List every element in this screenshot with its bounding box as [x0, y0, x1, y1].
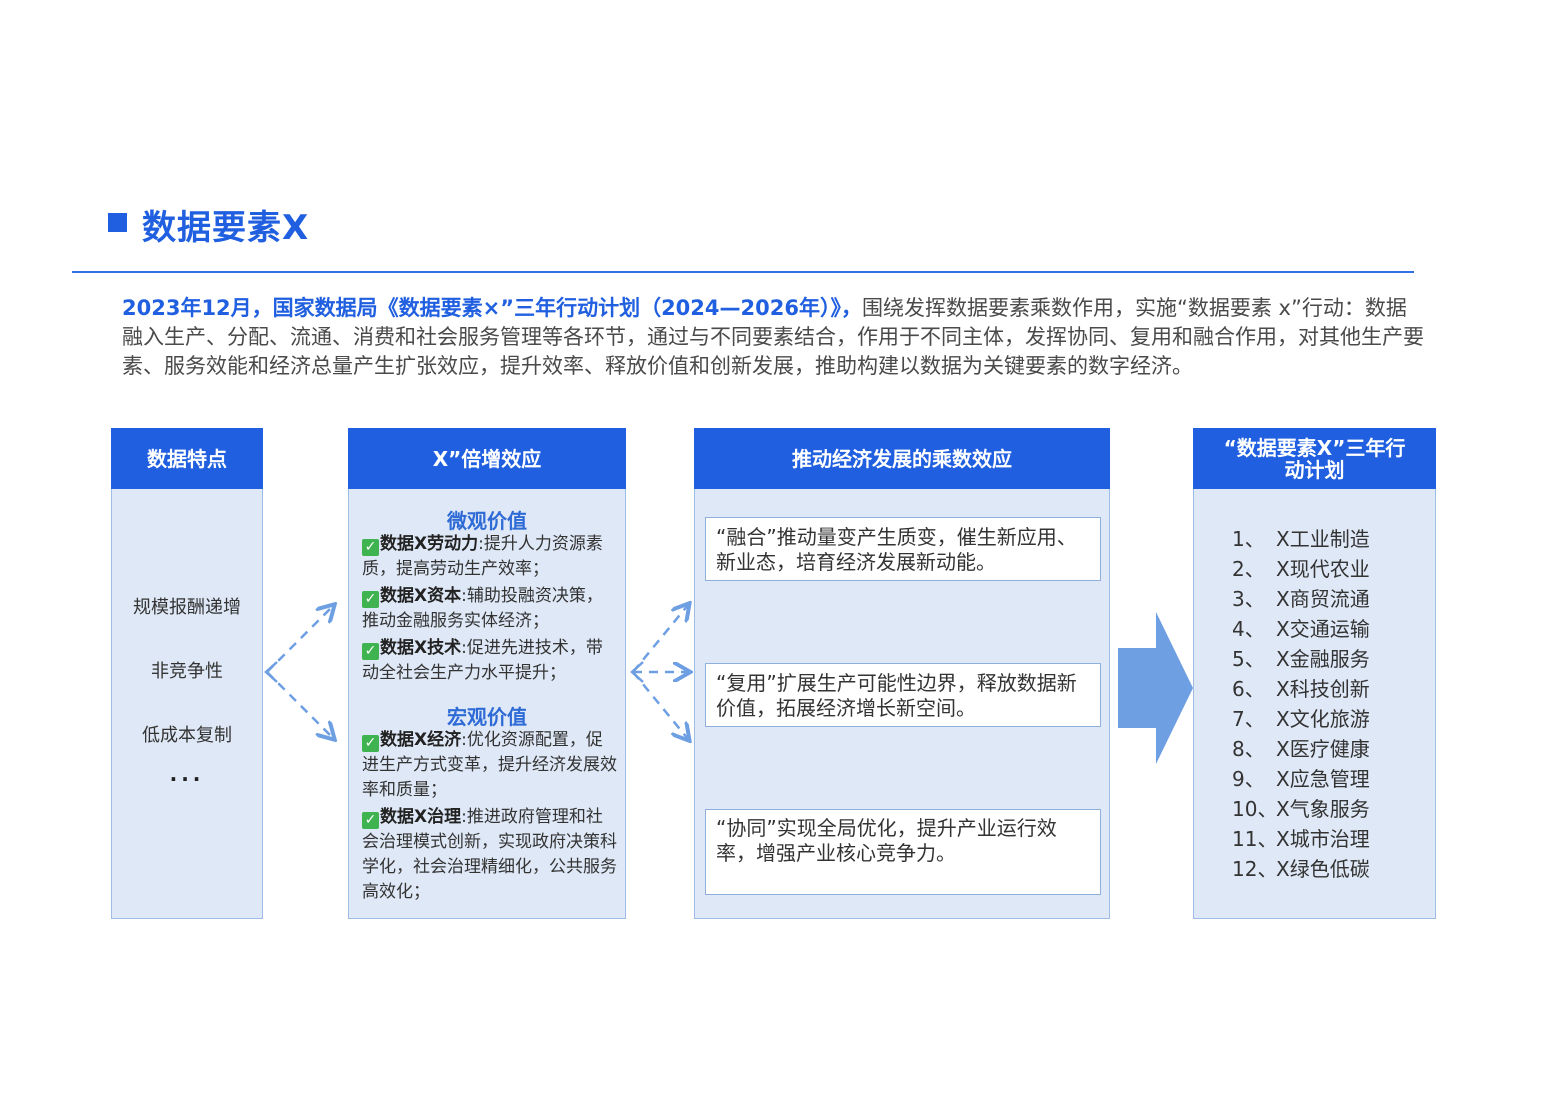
- action-plan-item: 6、 X科技创新: [1232, 674, 1370, 704]
- action-plan-number: 11、: [1232, 827, 1278, 851]
- action-plan-number: 9、: [1232, 767, 1265, 791]
- action-plan-item: 1、 X工业制造: [1232, 524, 1370, 554]
- action-plan-item: 9、 X应急管理: [1232, 764, 1370, 794]
- intro-body: 围绕发挥数据要素乘数作用，实施“数据要素 x”行动：数据融入生产、分配、流通、消…: [122, 296, 1424, 378]
- check-icon: ✓: [362, 812, 379, 829]
- column-header: “数据要素X”三年行动计划: [1193, 428, 1436, 489]
- action-plan-text: X城市治理: [1276, 827, 1370, 851]
- column-action-plan: “数据要素X”三年行动计划 1、 X工业制造 2、 X现代农业 3、 X商贸流通 4、 X交通…: [1193, 428, 1436, 919]
- intro-paragraph: 2023年12月，国家数据局《数据要素×”三年行动计划（2024—2026年）》…: [122, 294, 1427, 381]
- action-plan-text: X应急管理: [1276, 767, 1370, 791]
- action-plan-text: X科技创新: [1276, 677, 1370, 701]
- feature-item: 低成本复制: [142, 725, 232, 746]
- action-plan-text: X金融服务: [1276, 647, 1370, 671]
- action-plan-text: X气象服务: [1276, 797, 1370, 821]
- column-header: X”倍增效应: [348, 428, 626, 489]
- action-plan-number: 5、: [1232, 647, 1265, 671]
- macro-value-title: 宏观价值: [447, 705, 527, 729]
- dashed-arrow-col1-col2: [266, 606, 333, 738]
- action-plan-number: 4、: [1232, 617, 1265, 641]
- action-plan-text: X文化旅游: [1276, 707, 1370, 731]
- action-plan-text: X工业制造: [1276, 527, 1370, 551]
- action-plan-number: 2、: [1232, 557, 1265, 581]
- title-bullet: [108, 213, 127, 232]
- action-plan-text: X绿色低碳: [1276, 857, 1370, 881]
- check-icon: ✓: [362, 539, 379, 556]
- action-plan-item: 8、 X医疗健康: [1232, 734, 1370, 764]
- action-plan-list: 1、 X工业制造 2、 X现代农业 3、 X商贸流通 4、 X交通运输 5、 X金融服务 6、 X科技…: [1232, 524, 1370, 884]
- title-divider: [72, 271, 1414, 273]
- action-plan-text: X商贸流通: [1276, 587, 1370, 611]
- action-plan-item: 11、X城市治理: [1232, 824, 1370, 854]
- collaboration-box: “协同”实现全局优化，提升产业运行效率，增强产业核心竞争力。: [705, 809, 1101, 895]
- micro-item: ✓数据X技术:促进先进技术，带动全社会生产力水平提升；: [362, 638, 603, 683]
- column-data-features: 数据特点 规模报酬递增 非竞争性 低成本复制 ···: [111, 428, 263, 919]
- action-plan-number: 1、: [1232, 527, 1265, 551]
- action-plan-item: 5、 X金融服务: [1232, 644, 1370, 674]
- reuse-box: “复用”扩展生产可能性边界，释放数据新价值，拓展经济增长新空间。: [705, 663, 1101, 727]
- check-icon: ✓: [362, 735, 379, 752]
- action-plan-item: 2、 X现代农业: [1232, 554, 1370, 584]
- action-plan-text: X现代农业: [1276, 557, 1370, 581]
- intro-highlight: 2023年12月，国家数据局《数据要素×”三年行动计划（2024—2026年）》…: [122, 296, 862, 320]
- big-right-arrow: [1118, 612, 1193, 764]
- feature-item: 规模报酬递增: [133, 597, 241, 618]
- action-plan-number: 10、: [1232, 797, 1278, 821]
- action-plan-text: X交通运输: [1276, 617, 1370, 641]
- action-plan-number: 6、: [1232, 677, 1265, 701]
- action-plan-item: 7、 X文化旅游: [1232, 704, 1370, 734]
- action-plan-item: 4、 X交通运输: [1232, 614, 1370, 644]
- action-plan-number: 12、: [1232, 857, 1278, 881]
- action-plan-item: 12、X绿色低碳: [1232, 854, 1370, 884]
- column-header: 数据特点: [111, 428, 263, 489]
- action-plan-text: X医疗健康: [1276, 737, 1370, 761]
- micro-item: ✓数据X劳动力:提升人力资源素质，提高劳动生产效率；: [362, 534, 603, 579]
- action-plan-item: 10、X气象服务: [1232, 794, 1370, 824]
- column-economic-multiplier: 推动经济发展的乘数效应 “融合”推动量变产生质变，催生新应用、新业态，培育经济发…: [694, 428, 1110, 919]
- macro-item: ✓数据X经济:优化资源配置，促进生产方式变革，提升经济发展效率和质量；: [362, 730, 617, 800]
- micro-item: ✓数据X资本:辅助投融资决策，推动金融服务实体经济；: [362, 586, 603, 631]
- column-multiplier-effect: X”倍增效应 微观价值 ✓数据X劳动力:提升人力资源素质，提高劳动生产效率； ✓…: [348, 428, 626, 919]
- page-title: 数据要素X: [142, 208, 310, 248]
- action-plan-item: 3、 X商贸流通: [1232, 584, 1370, 614]
- micro-value-title: 微观价值: [447, 509, 527, 533]
- macro-item: ✓数据X治理:推进政府管理和社会治理模式创新，实现政府决策科学化，社会治理精细化…: [362, 807, 617, 902]
- check-icon: ✓: [362, 643, 379, 660]
- column-header: 推动经济发展的乘数效应: [694, 428, 1110, 489]
- action-plan-number: 7、: [1232, 707, 1265, 731]
- action-plan-number: 8、: [1232, 737, 1265, 761]
- feature-item: 非竞争性: [151, 661, 223, 682]
- fusion-box: “融合”推动量变产生质变，催生新应用、新业态，培育经济发展新动能。: [705, 517, 1101, 581]
- check-icon: ✓: [362, 591, 379, 608]
- feature-ellipsis: ···: [169, 767, 205, 791]
- dashed-arrow-col2-col3: [632, 605, 688, 739]
- action-plan-number: 3、: [1232, 587, 1265, 611]
